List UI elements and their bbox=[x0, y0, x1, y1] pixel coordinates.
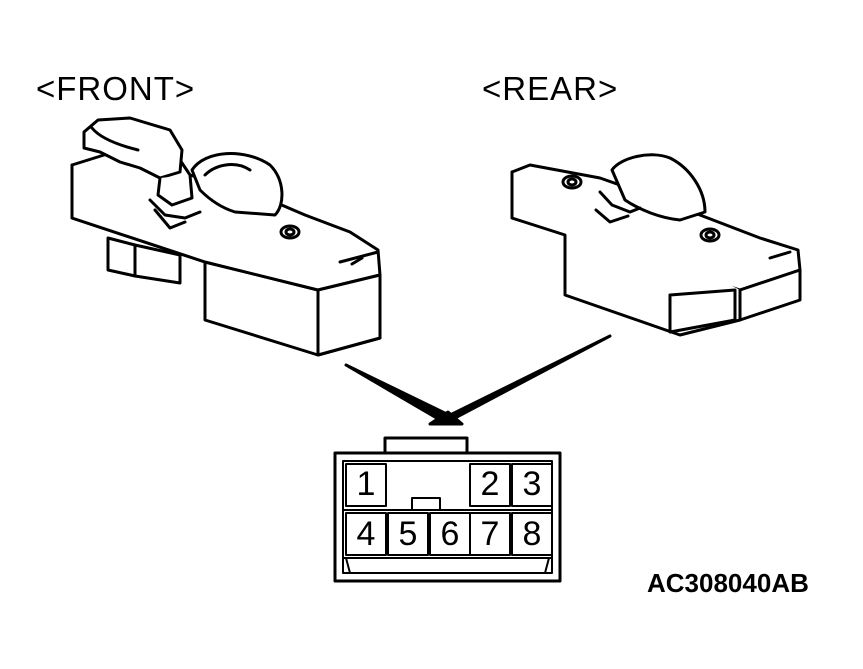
front-switch bbox=[70, 116, 382, 357]
front-label: <FRONT> bbox=[36, 70, 196, 107]
pin-2-label: 2 bbox=[480, 465, 500, 503]
figure-code: AC308040AB bbox=[647, 568, 809, 598]
pin-7-label: 7 bbox=[480, 515, 500, 553]
pin-3-label: 3 bbox=[522, 465, 542, 503]
pin-5-label: 5 bbox=[398, 515, 418, 553]
connector-leaders bbox=[344, 334, 612, 426]
pin-4-label: 4 bbox=[356, 515, 376, 553]
pin-8-label: 8 bbox=[522, 515, 542, 553]
pin-6-label: 6 bbox=[440, 515, 460, 553]
connector-face bbox=[333, 436, 562, 583]
rear-label: <REAR> bbox=[482, 70, 619, 107]
pin-1-label: 1 bbox=[356, 465, 376, 503]
rear-switch bbox=[510, 153, 802, 337]
